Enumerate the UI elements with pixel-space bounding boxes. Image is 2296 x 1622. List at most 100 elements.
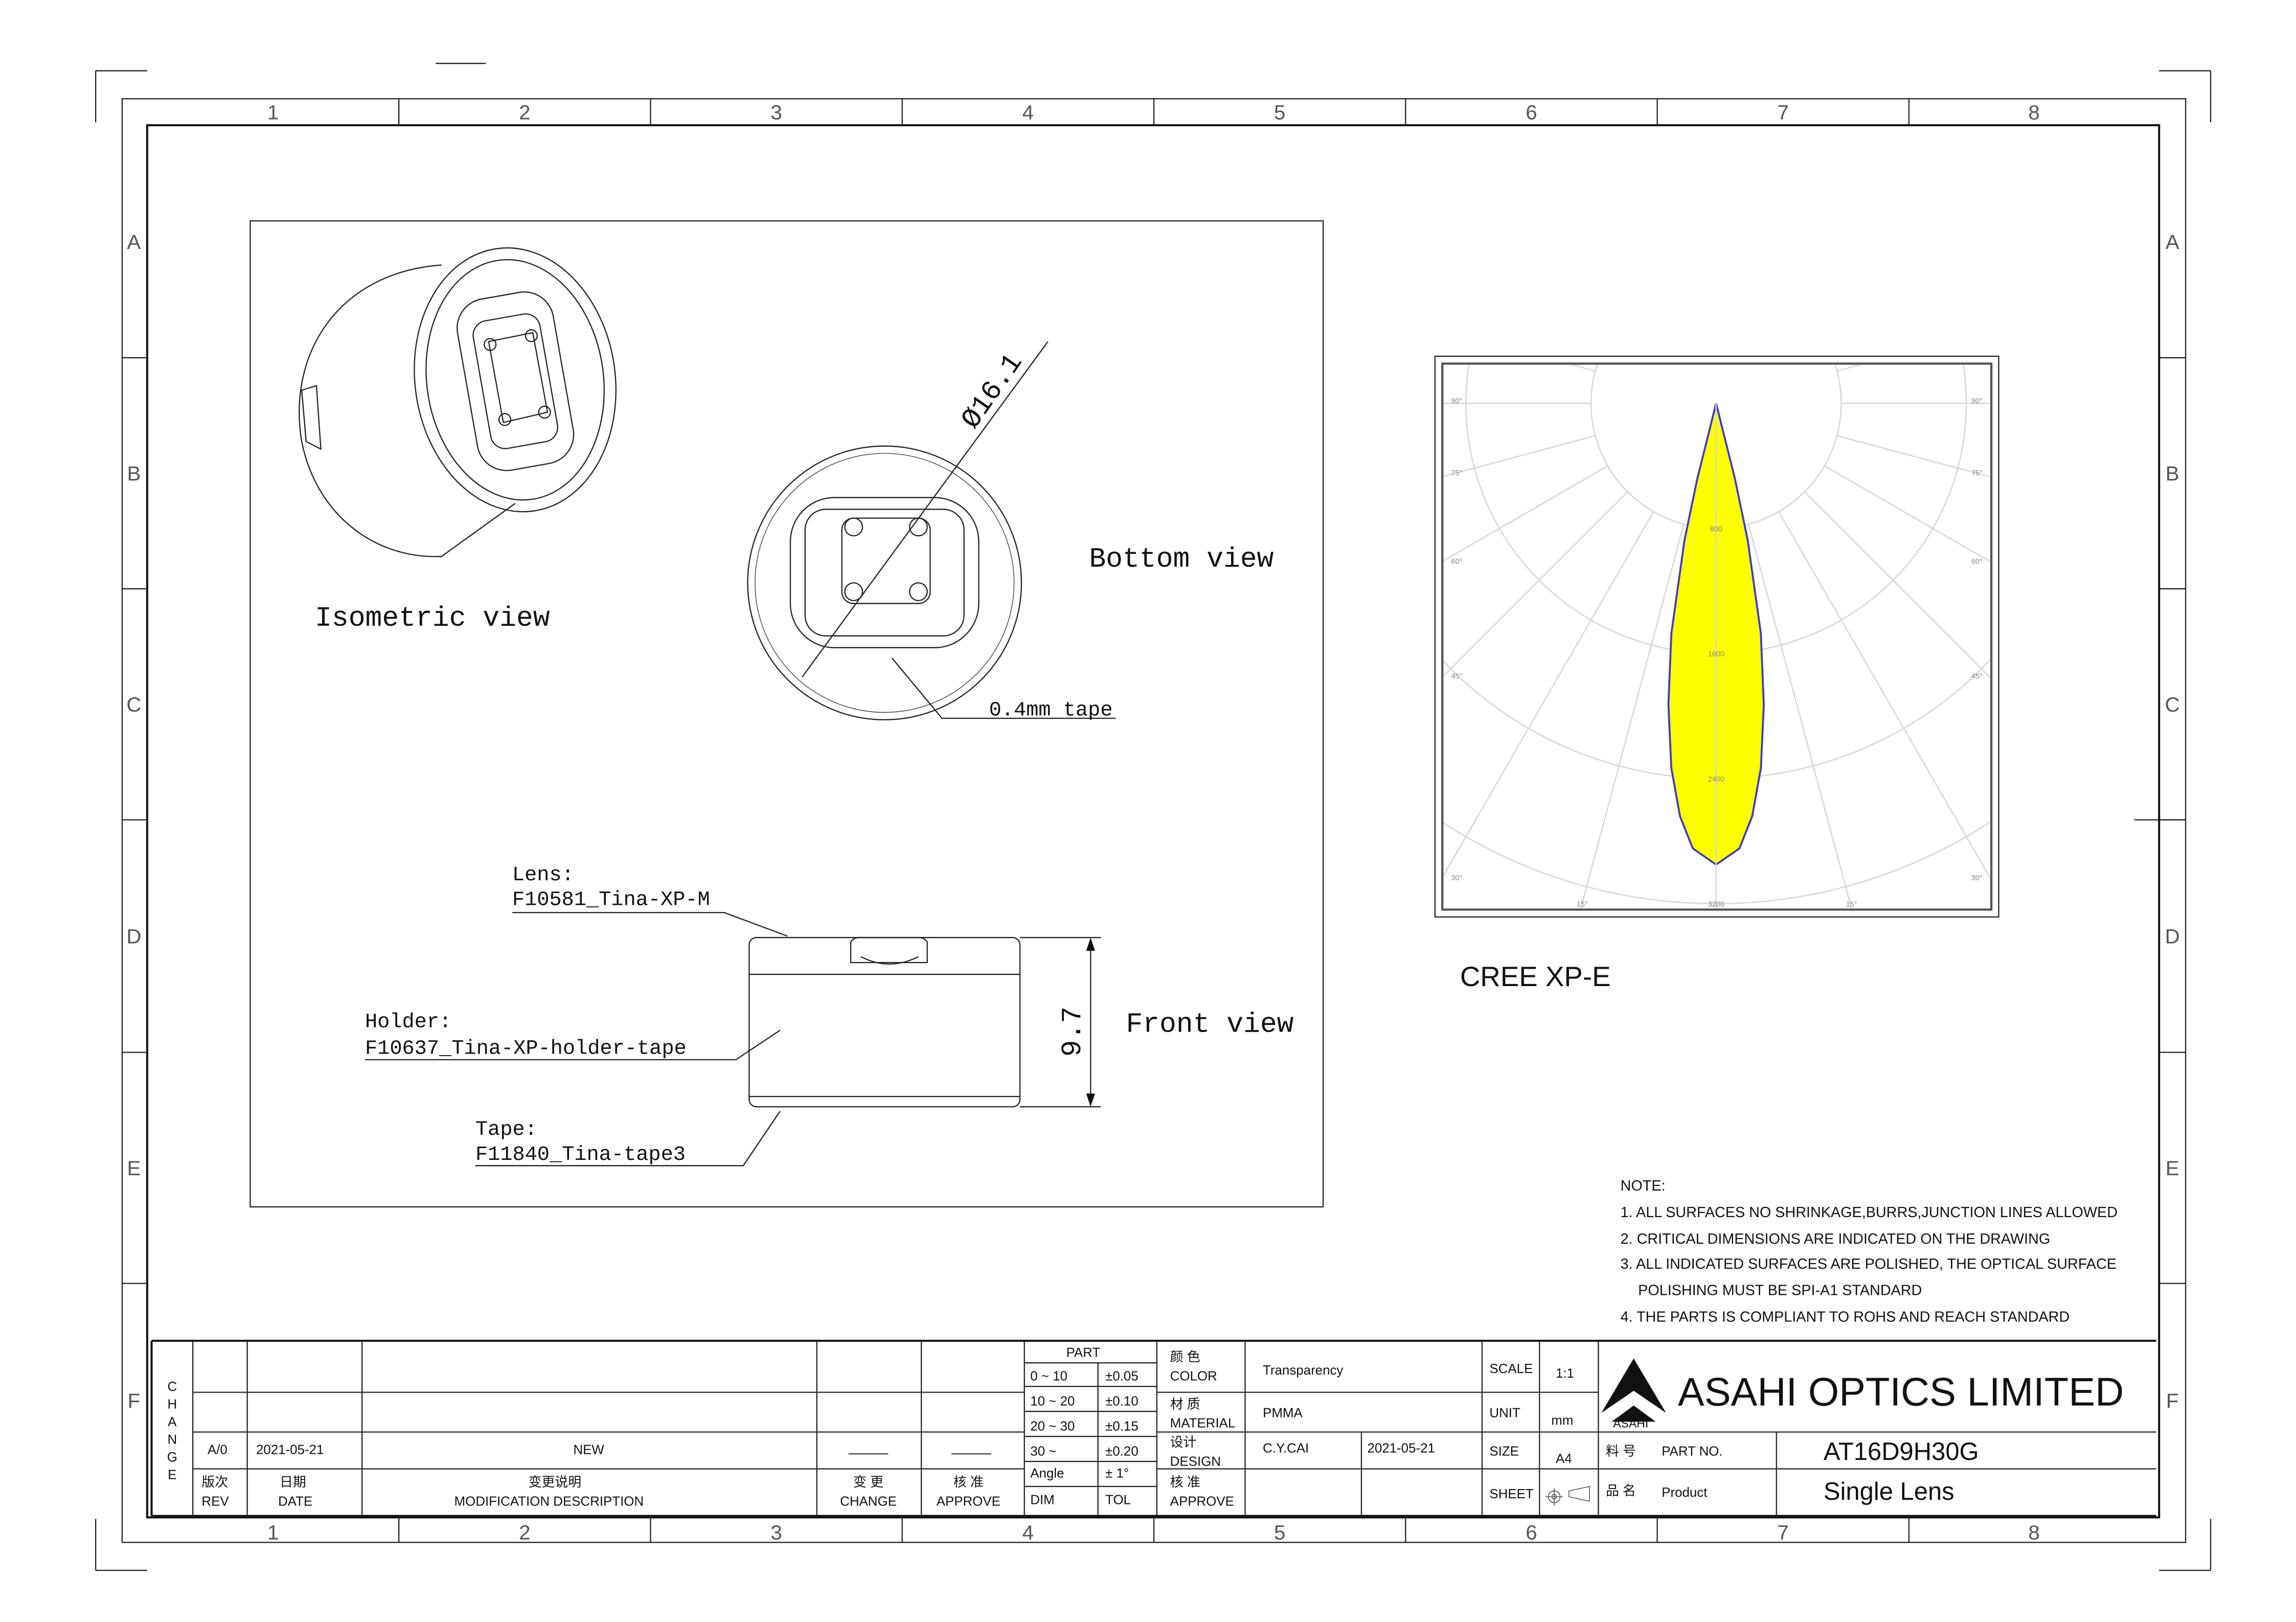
zone-column-label-top: 5 [1274,101,1285,124]
color-label-cn: 颜 色 [1170,1350,1200,1364]
size-label: SIZE [1489,1444,1519,1458]
tolerance-value: ±0.05 [1105,1369,1139,1384]
angle-label-bottom: 15° [1577,901,1588,909]
change-letter: C [167,1380,177,1394]
polar-radial-line [1247,0,1653,295]
note-item: 4. THE PARTS IS COMPLIANT TO ROHS AND RE… [1621,1309,2070,1325]
polar-radial-line [1804,491,1992,680]
logo-text: ASAHI [1613,1417,1648,1430]
header-rev-cn: 版次 [201,1475,228,1490]
part-no-label-cn: 料 号 [1606,1444,1636,1458]
size-value: A4 [1556,1452,1572,1466]
tolerance-value: ±0.15 [1105,1419,1139,1433]
polar-intensity-chart [1247,0,2296,910]
zone-column-label-bottom: 3 [770,1521,782,1544]
tape-label: Tape: [475,1118,537,1141]
notes: NOTE: 1. ALL SURFACES NO SHRINKAGE,BURRS… [1621,1178,2118,1325]
tolerance-range: 20 ~ 30 [1030,1419,1075,1433]
zone-row-label-right: B [2166,462,2179,485]
holder-leader [365,1030,781,1061]
lens-part-number: F10581_Tina-XP-M [512,888,710,912]
header-change-cn: 变 更 [853,1475,883,1490]
tolerance-value: ±0.10 [1105,1395,1139,1409]
ring-label: 2400 [1708,775,1724,784]
change-letter: G [167,1450,177,1465]
rev-description: NEW [573,1443,604,1457]
tolerance-range: 10 ~ 20 [1030,1395,1075,1409]
tolerance-header: PART [1066,1346,1100,1360]
header-change: CHANGE [840,1494,897,1509]
height-dimension: 9.7 [1057,1007,1089,1057]
change-letter: H [167,1397,177,1411]
polar-chart-frame [1434,355,1999,918]
holder-part-number: F10637_Tina-XP-holder-tape [365,1037,687,1061]
angle-label-right: 45° [1971,672,1983,680]
approve-label: APPROVE [1170,1494,1234,1509]
angle-label-left: 60° [1451,558,1463,566]
angle-label-left: 75° [1451,469,1463,477]
sheet-label: SHEET [1489,1487,1534,1501]
designer: C.Y.CAI [1263,1442,1309,1456]
header-approve: APPROVE [937,1494,1001,1509]
tolerance-range: DIM [1030,1493,1054,1507]
angle-label-right: 60° [1971,558,1983,566]
scale-value: 1:1 [1556,1366,1574,1381]
tolerance-value: TOL [1105,1493,1131,1507]
zone-column-label-top: 8 [2028,101,2039,124]
header-desc-cn: 变更说明 [529,1475,582,1490]
change-letter: N [167,1432,177,1447]
header-date: DATE [278,1494,312,1509]
zone-row-label-right: D [2165,925,2180,948]
zone-column-label-bottom: 2 [519,1521,530,1544]
polar-radial-line [1824,465,1992,563]
zone-row-label-left: B [127,462,141,485]
zone-column-label-bottom: 8 [2028,1521,2039,1544]
zone-column-label-bottom: 4 [1022,1521,1034,1544]
product-name: Single Lens [1824,1478,1954,1505]
notes-title: NOTE: [1621,1178,1666,1194]
isometric-view [299,247,617,557]
color-value: Transparency [1263,1363,1343,1378]
bottom-view-label: Bottom view [1089,544,1274,576]
asahi-logo [1601,1358,1666,1422]
polar-radial-line [1779,0,2185,295]
polar-radial-line [1805,0,2296,315]
zone-column-label-bottom: 1 [267,1521,279,1544]
zone-row-label-right: C [2165,693,2180,716]
product-label: Product [1662,1486,1707,1500]
angle-label-left: 90° [1451,397,1463,405]
views-frame [249,220,1324,1208]
zone-row-label-left: F [128,1389,141,1412]
angle-label-right: 30° [1971,874,1983,882]
tape-part-leader [475,1111,781,1167]
rev-date: 2021-05-21 [256,1443,324,1457]
zone-column-label-top: 7 [1778,101,1789,124]
change-letter: E [168,1468,176,1482]
zone-column-label-bottom: 6 [1526,1521,1537,1544]
tape-part-number: F11840_Tina-tape3 [475,1143,686,1167]
note-item: 1. ALL SURFACES NO SHRINKAGE,BURRS,JUNCT… [1621,1204,2118,1221]
bottom-view [747,341,1049,721]
zone-column-label-top: 2 [519,101,530,124]
polar-radial-line [1748,0,1959,283]
polar-radial-line [1836,435,1992,478]
tolerance-range: Angle [1030,1467,1064,1481]
front-view [748,936,1101,1108]
change-letters: CHANGE [167,1380,177,1482]
material-label-cn: 材 质 [1170,1397,1200,1411]
chart-caption: CREE XP-E [1460,961,1611,992]
change-letter: A [168,1415,177,1429]
color-label: COLOR [1170,1369,1217,1384]
polar-radial-line [1442,465,1608,562]
zone-row-label-left: D [126,925,141,948]
part-number: AT16D9H30G [1824,1438,1979,1466]
tolerance-range: 30 ~ [1030,1444,1056,1458]
scale-label: SCALE [1489,1362,1533,1376]
note-item: 3. ALL INDICATED SURFACES ARE POLISHED, … [1621,1256,2117,1272]
header-rev: REV [201,1494,229,1509]
zone-column-label-top: 3 [770,101,782,124]
holder-label: Holder: [365,1011,451,1034]
angle-label-right: 90° [1971,397,1983,405]
